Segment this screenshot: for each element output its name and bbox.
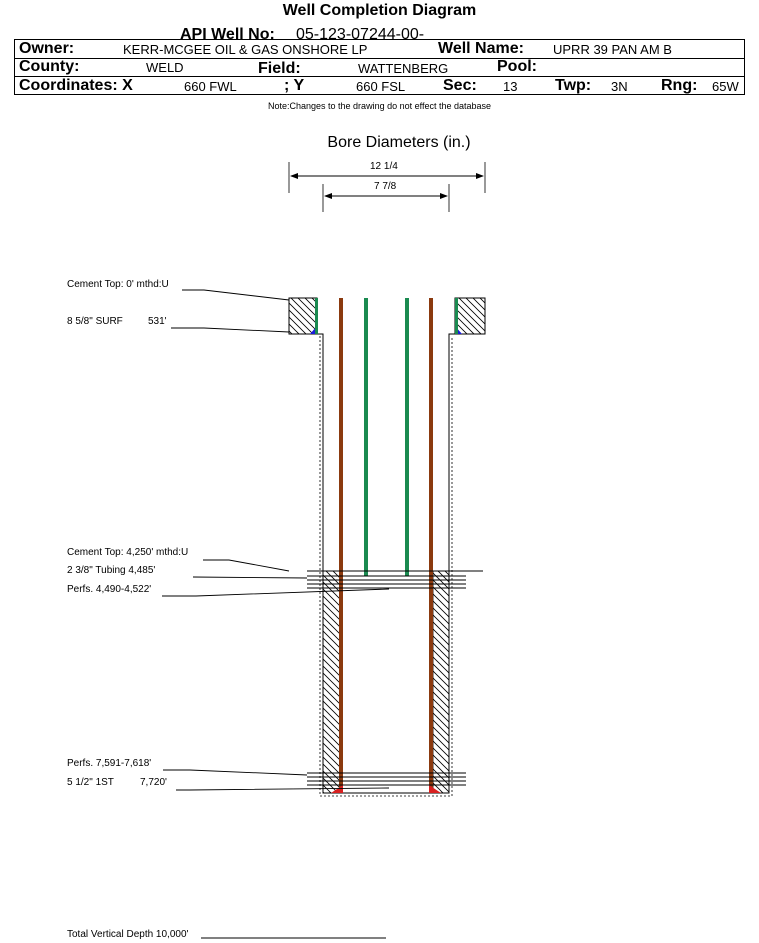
database-note: Note:Changes to the drawing do not effec… (268, 101, 491, 111)
coord-y-label: ; Y (284, 77, 305, 94)
total-vertical-depth-label: Total Vertical Depth 10,000' (67, 929, 189, 940)
cement-top-production-label: Cement Top: 4,250' mthd:U (67, 547, 189, 558)
production-casing-right (429, 298, 433, 793)
rng-value: 65W (712, 79, 739, 94)
well-name-value: UPRR 39 PAN AM B (553, 42, 672, 57)
well-name-label: Well Name: (438, 40, 524, 57)
inner-bore-dimension (322, 184, 450, 212)
county-value: WELD (146, 60, 184, 75)
bore-diameters-title: Bore Diameters (in.) (327, 134, 471, 151)
surface-casing-left (315, 298, 318, 334)
surface-casing-right (455, 298, 458, 334)
twp-value: 3N (611, 79, 628, 94)
owner-value: KERR-MCGEE OIL & GAS ONSHORE LP (123, 42, 368, 57)
surface-cement-right (454, 297, 486, 335)
casing-shoe-right (429, 785, 441, 793)
tubing-right (405, 298, 409, 576)
coord-x-label: Coordinates: X (19, 77, 133, 94)
surface-casing-depth: 531' (148, 316, 167, 327)
tubing-label: 2 3/8" Tubing 4,485' (67, 565, 156, 576)
field-label: Field: (258, 60, 301, 77)
upper-perfs-label: Perfs. 4,490-4,522' (67, 584, 152, 595)
cement-top-surface-label: Cement Top: 0' mthd:U (67, 279, 169, 290)
surface-cement-left (288, 297, 318, 335)
casing-shoe-left (331, 785, 343, 793)
api-label: API Well No: (180, 26, 275, 43)
lower-perfs-label: Perfs. 7,591-7,618' (67, 758, 152, 769)
surface-casing-label: 8 5/8" SURF (67, 316, 123, 327)
coord-y-value: 660 FSL (356, 79, 406, 94)
outer-bore-value: 12 1/4 (370, 161, 398, 172)
inner-bore-value: 7 7/8 (374, 181, 397, 192)
owner-label: Owner: (19, 40, 75, 57)
leader-lines (162, 289, 390, 939)
production-casing-left (339, 298, 343, 793)
sec-label: Sec: (443, 77, 477, 94)
coord-x-value: 660 FWL (184, 79, 237, 94)
coordinates-row: Coordinates: X 660 FWL ; Y 660 FSL Sec: … (14, 76, 745, 95)
diagram-title: Well Completion Diagram (282, 2, 477, 19)
twp-label: Twp: (555, 77, 592, 94)
production-cement-left (322, 570, 341, 794)
owner-row: Owner: KERR-MCGEE OIL & GAS ONSHORE LP W… (14, 39, 745, 59)
production-casing-depth: 7,720' (140, 777, 167, 788)
pool-label: Pool: (497, 58, 537, 75)
county-label: County: (19, 58, 80, 75)
wellbore-outline (317, 333, 455, 797)
upper-perforation-lines (307, 570, 483, 589)
outer-bore-dimension (288, 162, 486, 193)
tubing-left (364, 298, 368, 576)
production-cement-right (432, 570, 450, 794)
field-value: WATTENBERG (358, 61, 449, 76)
rng-label: Rng: (661, 77, 698, 94)
lower-perforation-lines (307, 772, 466, 786)
production-casing-label: 5 1/2" 1ST (67, 777, 114, 788)
api-value: 05-123-07244-00- (296, 26, 425, 43)
sec-value: 13 (503, 79, 518, 94)
